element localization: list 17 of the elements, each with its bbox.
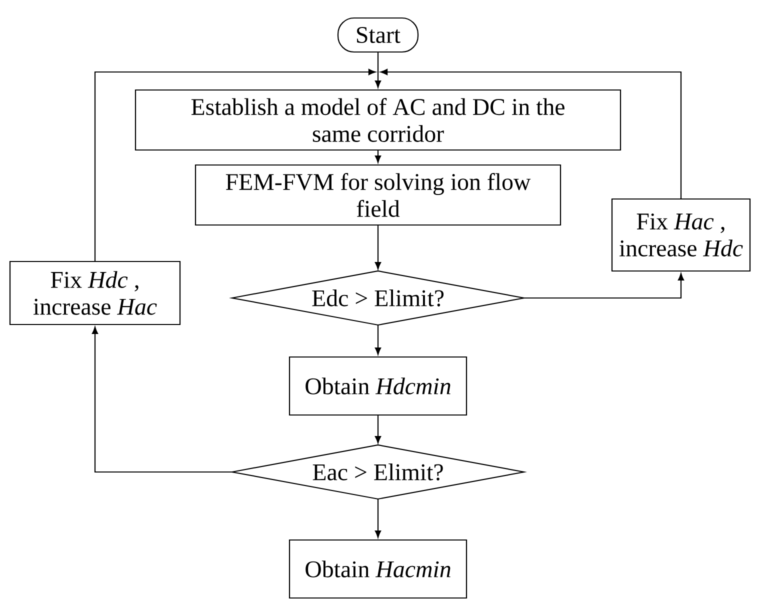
- process-box: Fix Hdc , increase Hac: [9, 260, 181, 326]
- arrow: [94, 68, 376, 261]
- arrow: [374, 52, 382, 88]
- arrow: [374, 499, 382, 538]
- arrow: [380, 68, 682, 198]
- process-box: Fix Hac , increase Hdc: [611, 198, 751, 272]
- process-box: Establish a model of AC and DC in the same corridor: [134, 89, 622, 151]
- start-terminal: Start: [337, 17, 419, 53]
- process-box: FEM-FVM for solving ion flow field: [194, 164, 562, 226]
- arrow: [374, 325, 382, 355]
- arrow: [524, 273, 684, 299]
- process-box: Obtain Hdcmin: [288, 356, 468, 416]
- arrow: [374, 226, 382, 270]
- arrow: [374, 150, 382, 163]
- arrow: [374, 416, 382, 444]
- arrow: [92, 326, 232, 473]
- process-box: Obtain Hacmin: [288, 539, 468, 599]
